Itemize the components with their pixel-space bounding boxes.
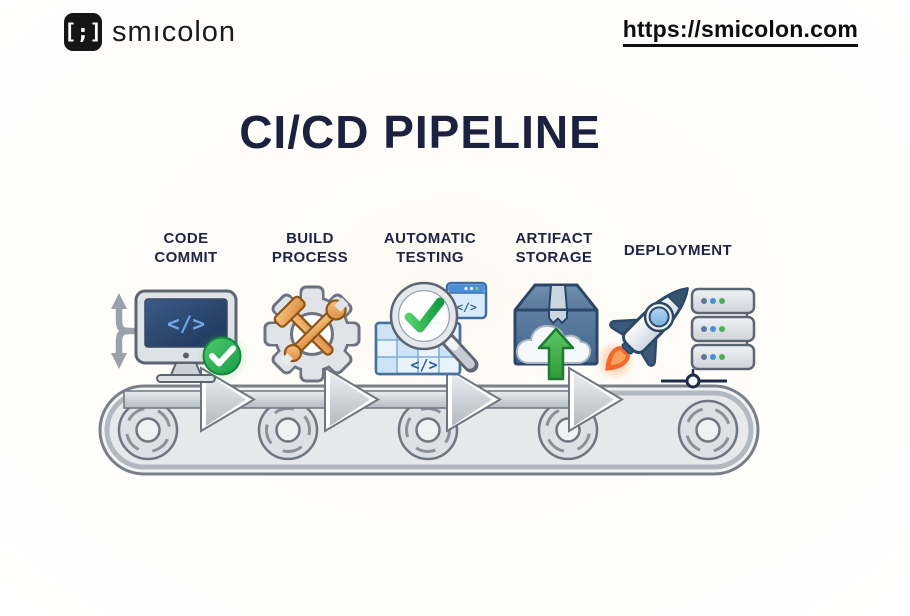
belt-roller	[677, 399, 739, 461]
flow-arrowhead	[446, 366, 502, 433]
checkmark-icon	[404, 297, 445, 333]
brand-logo-icon: [;]	[64, 13, 102, 51]
semicolon-bracket-glyph: [;]	[64, 20, 102, 44]
stage-label-deployment: DEPLOYMENT	[623, 242, 733, 259]
checkmark-badge-icon	[195, 330, 249, 384]
server-rack-icon	[690, 287, 756, 371]
network-node-icon	[661, 369, 727, 389]
stage-label-artifact-storage: ARTIFACT STORAGE	[515, 230, 593, 267]
stage-label-build-process: BUILD PROCESS	[271, 230, 349, 267]
git-branch-icon	[111, 293, 141, 369]
build-process-icon	[263, 285, 361, 383]
flow-arrowhead	[200, 366, 256, 433]
code-glyph: </>	[456, 300, 477, 314]
belt-roller	[397, 399, 459, 461]
code-glyph: </>	[167, 312, 205, 336]
website-url-link[interactable]: https://smicolon.com	[622, 16, 858, 47]
page-title: CI/CD PIPELINE	[239, 106, 601, 158]
brand-name: smıcolon	[112, 16, 237, 48]
deployment-icon	[595, 287, 756, 389]
automatic-testing-icon: </> </>	[374, 281, 488, 376]
stage-label-code-commit: CODE COMMIT	[154, 230, 218, 267]
magnifier-icon	[389, 281, 479, 373]
stage-label-automatic-testing: AUTOMATIC TESTING	[383, 230, 477, 267]
flow-arrowhead	[324, 366, 380, 433]
upload-arrow-icon	[537, 327, 575, 381]
artifact-storage-icon	[513, 283, 599, 381]
flow-arrow	[123, 366, 624, 433]
rocket-icon	[595, 287, 689, 381]
wrench-icon	[280, 297, 349, 366]
belt-roller	[257, 399, 319, 461]
code-commit-icon: </>	[111, 289, 249, 384]
flow-arrowhead	[568, 366, 624, 433]
code-glyph: </>	[410, 356, 437, 374]
belt-roller	[117, 399, 179, 461]
